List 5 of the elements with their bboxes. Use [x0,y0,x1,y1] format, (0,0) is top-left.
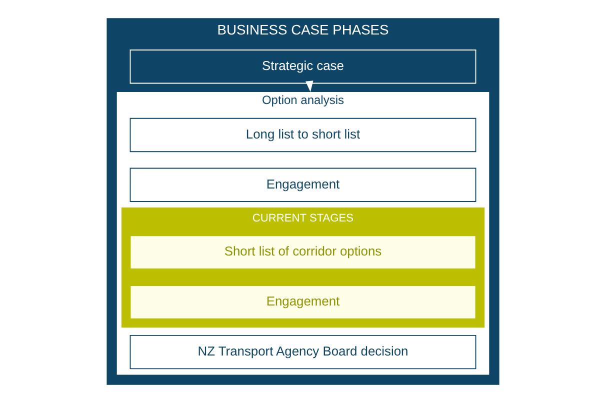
node-box: Short list of corridor options [130,235,476,270]
node-box: NZ Transport Agency Board decision [130,334,476,370]
node-box: Long list to short list [130,118,476,152]
node-box: Engagement [130,285,476,320]
node-box: Engagement [130,168,476,202]
